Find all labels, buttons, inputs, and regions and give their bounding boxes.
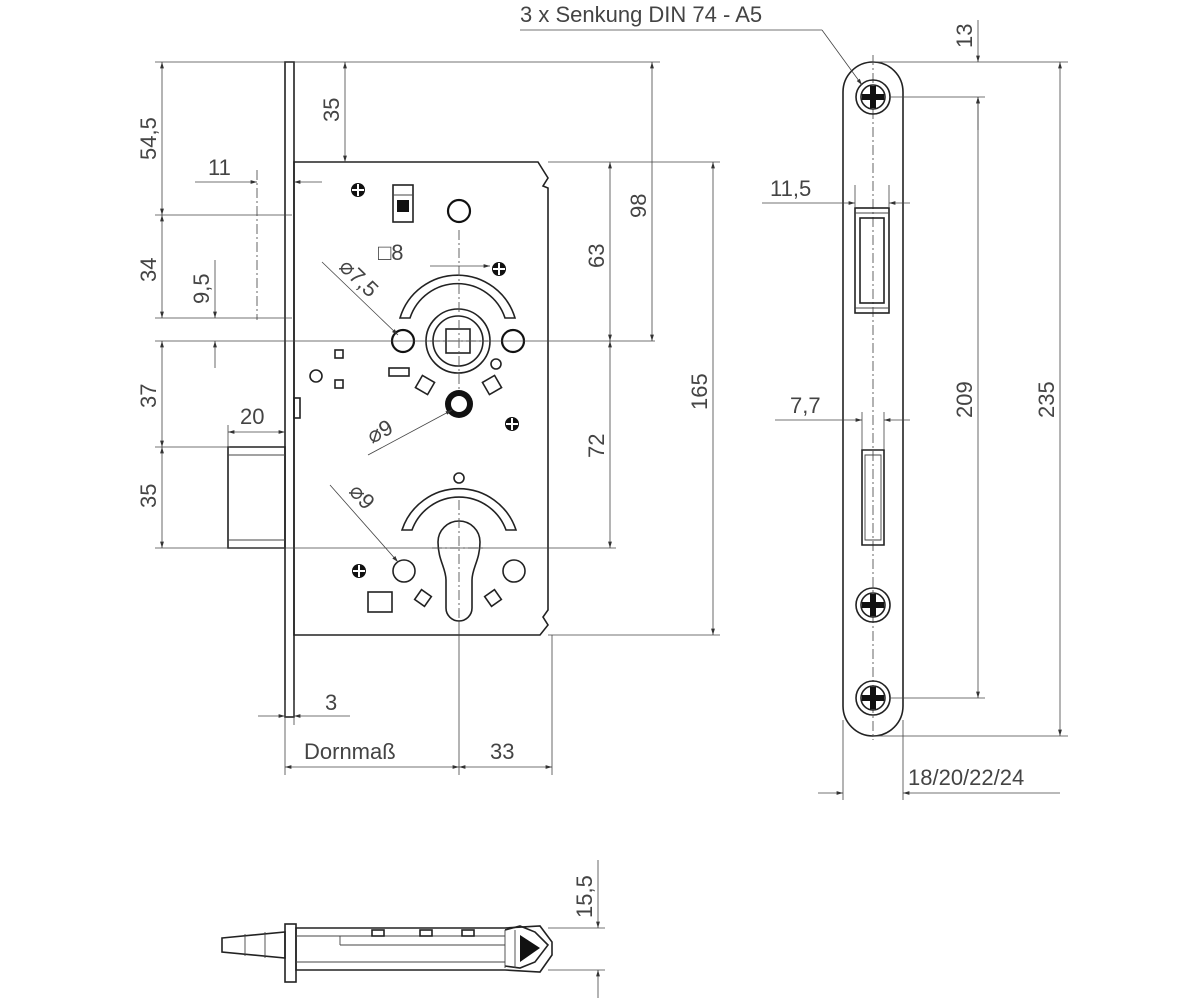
reversing-slider [392,184,414,223]
latch-bolt [227,446,286,549]
dim-54-5: 54,5 [136,117,161,160]
dim-15-5: 15,5 [572,875,597,918]
dim-9-5: 9,5 [189,273,214,304]
top-case [295,925,553,973]
dim-35-bolt: 35 [136,484,161,508]
countersunk-screw-icon [855,680,891,716]
dim-dia-7-5: ⌀7,5 [335,254,384,302]
dim-72: 72 [584,434,609,458]
lock-case [293,161,549,636]
dim-20: 20 [240,404,264,429]
dim-165: 165 [687,373,712,410]
latch-opening [854,207,890,314]
dim-33: 33 [490,739,514,764]
dim-98: 98 [626,194,651,218]
dim-13: 13 [952,24,977,48]
upper-hole [446,198,472,224]
lock-top-view: 15,5 [221,860,605,998]
countersunk-screw-icon [855,79,891,115]
faceplate-side-view [842,55,904,740]
dim-63: 63 [584,244,609,268]
countersink-annotation: 3 x Senkung DIN 74 - A5 [520,2,762,27]
follower-arc-lower [400,487,518,531]
screw-icon [351,183,365,197]
dim-square-8: □8 [378,240,404,265]
dim-34: 34 [136,258,161,282]
dim-235: 235 [1034,381,1059,418]
side-dimensions: 3 x Senkung DIN 74 - A5 13 209 235 11,5 … [520,2,1068,800]
front-dimensions: 54,5 34 37 35 35 11 9,5 20 □8 ⌀7,5 ⌀9 [136,61,720,775]
dim-37: 37 [136,384,161,408]
dim-3: 3 [325,690,337,715]
follower-arc-upper [398,274,517,319]
bolt-opening [861,449,885,546]
dim-dia-9-lower: ⌀9 [344,479,380,515]
dim-dornmass: Dornmaß [304,739,396,764]
dim-7-7: 7,7 [790,393,821,418]
lock-front-view [227,61,549,718]
faceplate [284,61,295,718]
top-faceplate [284,923,297,983]
dim-11: 11 [208,155,231,180]
countersunk-screw-icon [855,587,891,623]
top-latch-tip [221,931,286,959]
dim-11-5: 11,5 [770,176,811,201]
dim-209: 209 [952,381,977,418]
dim-18-24: 18/20/22/24 [908,765,1024,790]
dim-35-top: 35 [319,98,344,122]
dim-dia-9-center: ⌀9 [363,414,397,448]
faceplate-outline [842,61,904,737]
